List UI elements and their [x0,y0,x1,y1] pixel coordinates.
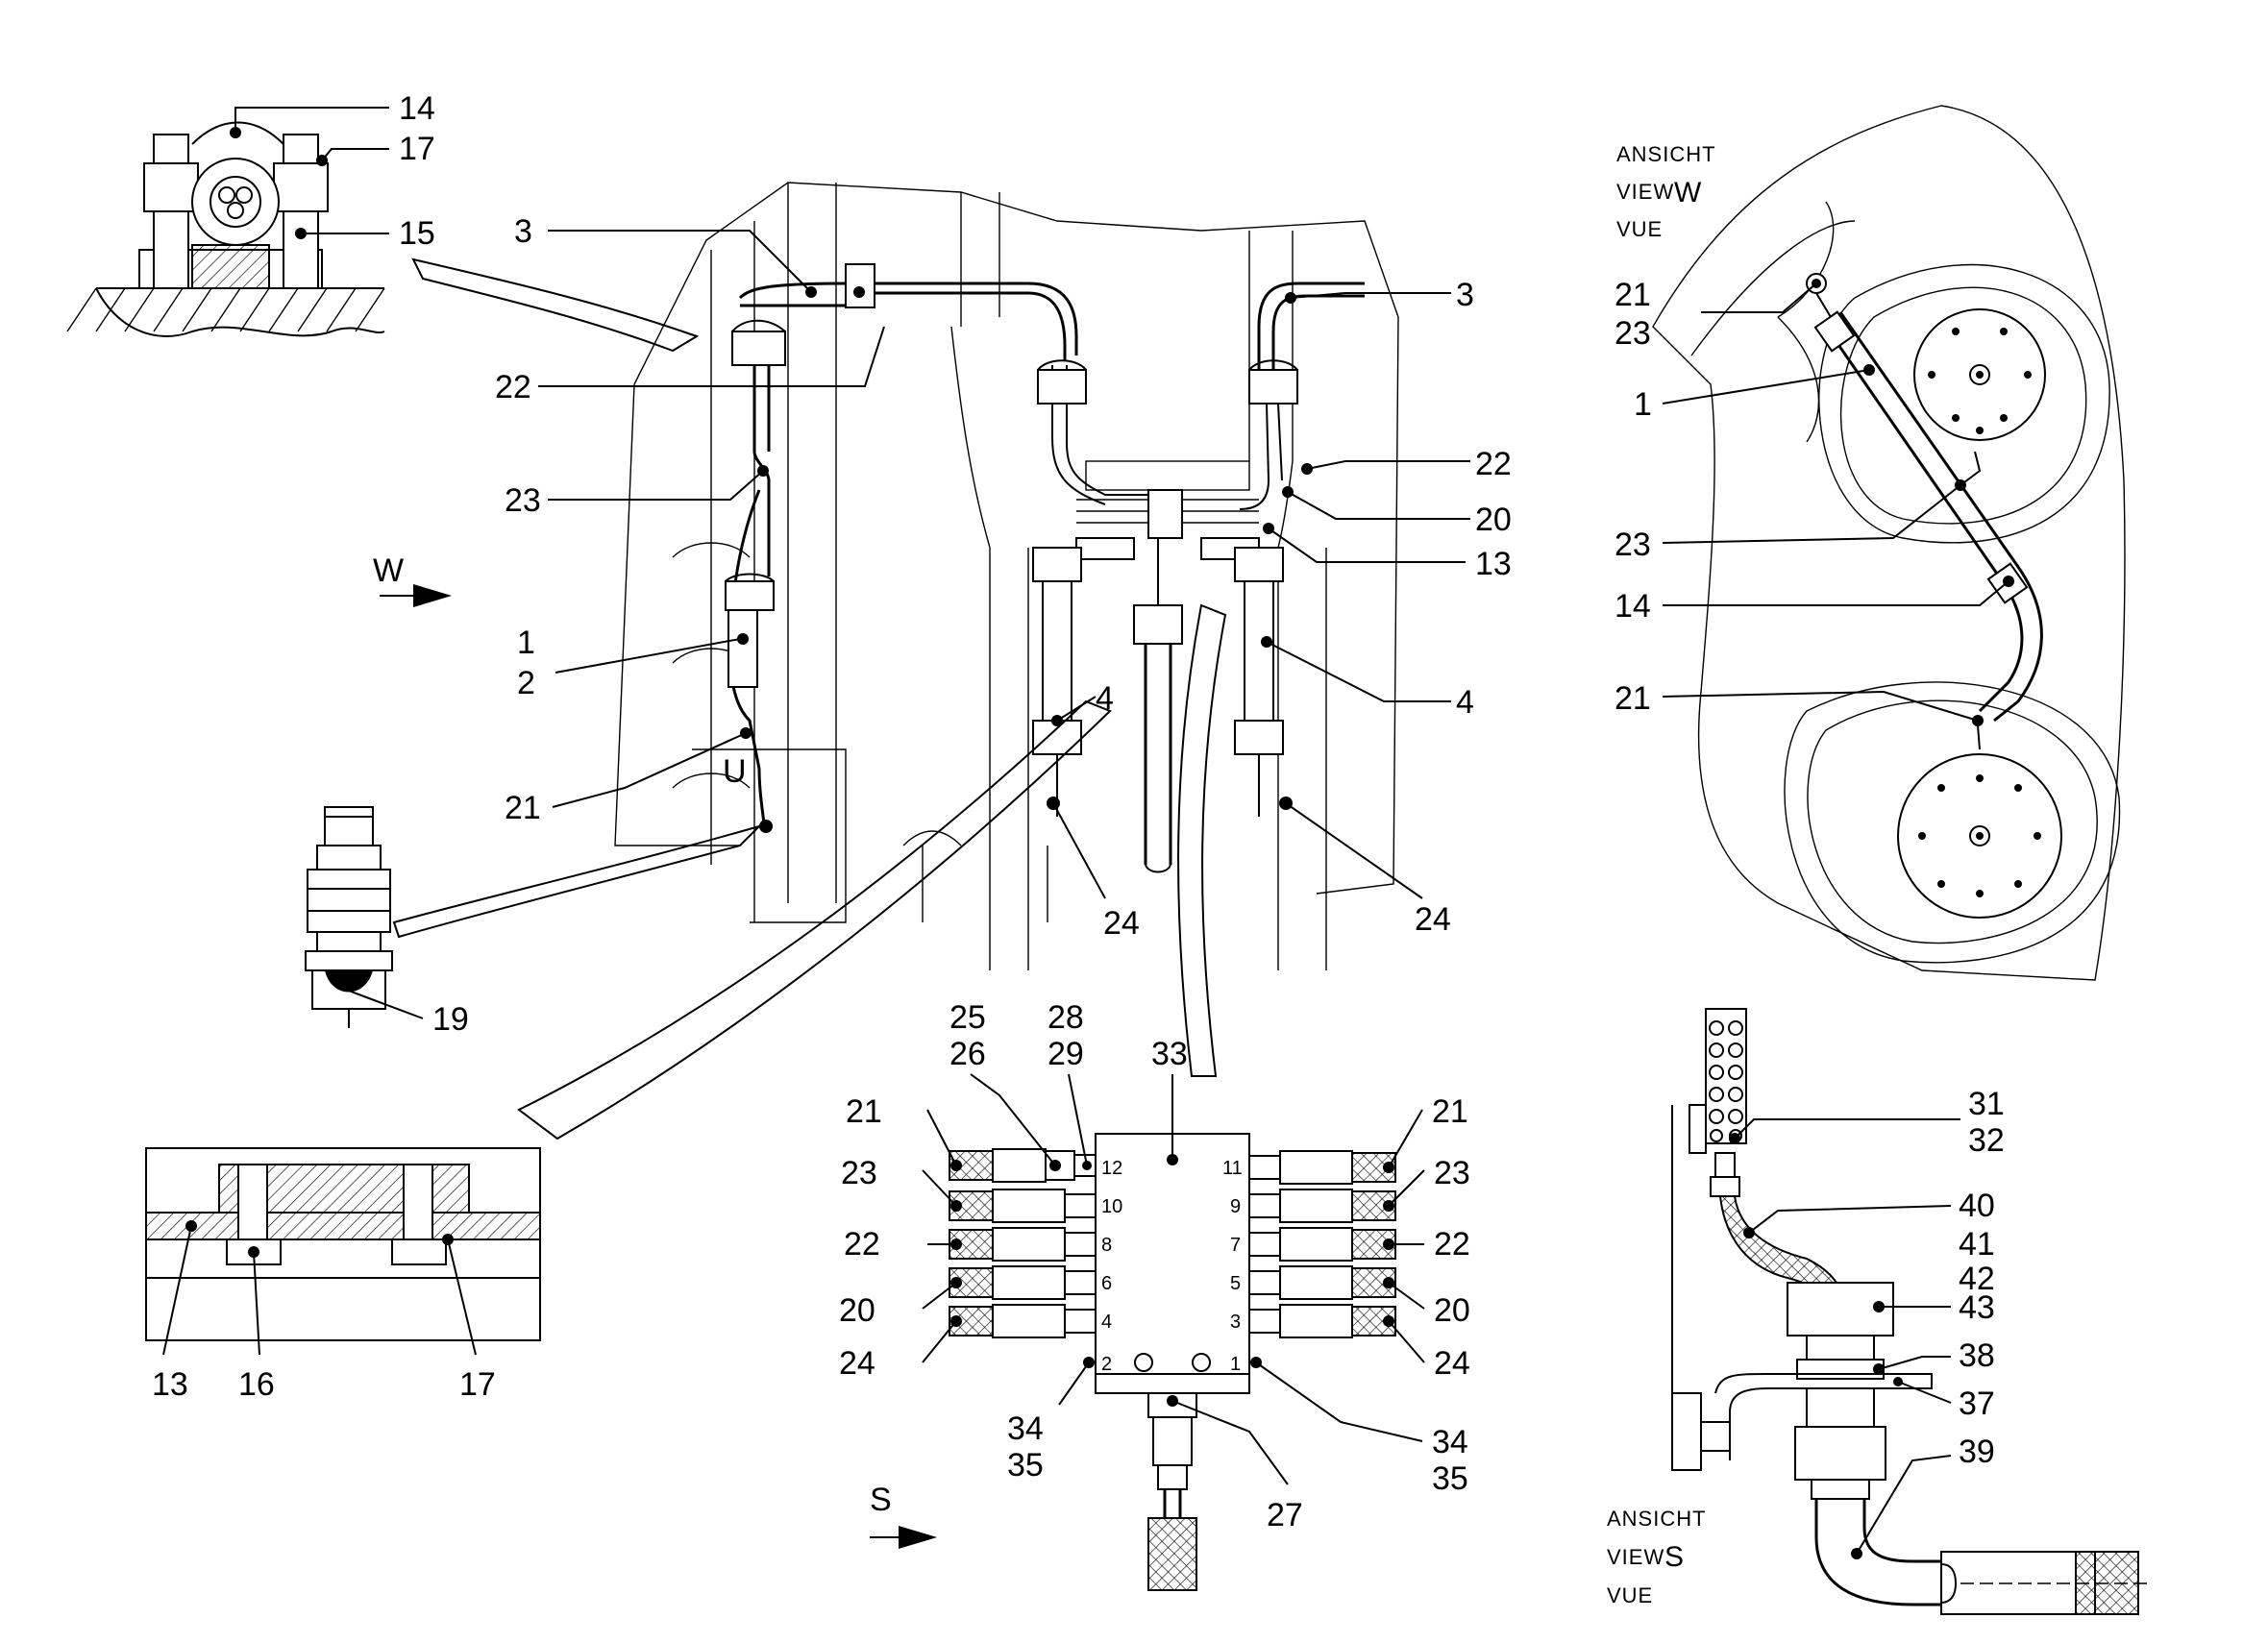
callout-19: 19 [432,1001,469,1038]
view-marker-s: S [870,1482,892,1518]
view-s-title-letter: S [1664,1541,1684,1573]
vs-callout-39: 39 [1959,1434,1995,1470]
vw-callout-1: 1 [1634,386,1652,423]
plate-callout-16: 16 [238,1366,275,1403]
callout-24-right: 24 [1415,901,1451,938]
vs-callout-37: 37 [1959,1386,1995,1422]
vs-callout-43: 43 [1959,1289,1995,1326]
callout-23-left: 23 [505,482,541,519]
arrow-to-distributor [1177,603,1227,1077]
port-9: 9 [1230,1196,1241,1217]
callout-21: 21 [505,790,541,826]
view-w-title-line2: VIEW [1616,180,1674,204]
vs-callout-42: 42 [1959,1261,1995,1297]
vs-callout-40: 40 [1959,1188,1995,1224]
dist-left-21: 21 [846,1093,882,1130]
dist-right-21: 21 [1432,1093,1468,1130]
view-w-title-letter: W [1674,177,1702,208]
callout-3-left: 3 [514,213,532,250]
plate-detail: 13 16 17 [145,1147,541,1403]
callout-13: 13 [1475,546,1512,582]
dist-bottom-left-34: 34 [1007,1410,1044,1447]
grease-fitting-detail: 19 [305,806,469,1038]
port-12: 12 [1101,1158,1122,1179]
left-outlets [949,1148,1097,1368]
dist-callout-25: 25 [949,999,986,1036]
dist-left-23: 23 [841,1155,877,1191]
vw-callout-23b: 23 [1615,527,1651,563]
vw-callout-23a: 23 [1615,315,1651,352]
callout-22-right: 22 [1475,446,1512,482]
distributor-block: 12 10 8 6 4 2 11 9 7 5 3 1 25 26 28 29 3… [839,999,1470,1591]
vs-callout-41: 41 [1959,1226,1995,1263]
vs-callout-31: 31 [1968,1086,2005,1122]
right-outlets [1248,1150,1396,1368]
view-marker-w: W [373,552,404,589]
vw-callout-14: 14 [1615,588,1651,625]
plate-callout-13: 13 [152,1366,188,1403]
dist-bottom-right-35: 35 [1432,1460,1468,1497]
port-1: 1 [1230,1354,1241,1375]
port-2: 2 [1101,1354,1112,1375]
callout-3-right: 3 [1456,277,1474,313]
dist-right-22: 22 [1434,1226,1470,1263]
dist-left-20: 20 [839,1292,875,1329]
port-7: 7 [1230,1235,1241,1256]
callout-1: 1 [517,625,535,661]
dist-bottom-left-35: 35 [1007,1447,1044,1484]
plate-callout-17: 17 [459,1366,496,1403]
dist-callout-27: 27 [1267,1497,1303,1533]
main-assembly-view: 3 22 23 1 2 21 3 22 20 13 4 4 24 24 W U [373,182,1512,970]
dist-callout-26: 26 [949,1036,986,1072]
callout-2: 2 [517,665,535,701]
dist-right-23: 23 [1434,1155,1470,1191]
vw-callout-21b: 21 [1615,680,1651,717]
vs-callout-38: 38 [1959,1337,1995,1374]
port-11: 11 [1222,1158,1243,1179]
dist-callout-28: 28 [1048,999,1084,1036]
port-5: 5 [1230,1273,1241,1294]
callout-17: 17 [399,131,435,167]
view-s-title-line1: ANSICHT [1607,1507,1707,1531]
callout-15: 15 [399,215,435,252]
callout-4-right: 4 [1456,684,1474,721]
arrow-to-plate [517,699,1112,1140]
dist-left-22: 22 [844,1226,880,1263]
vs-callout-32: 32 [1968,1122,2005,1159]
bracket-detail: 14 17 15 [66,90,435,337]
port-6: 6 [1101,1273,1112,1294]
callout-20: 20 [1475,502,1512,538]
callout-14: 14 [399,90,435,127]
view-w-title-line3: VUE [1616,217,1663,241]
dist-callout-33: 33 [1151,1036,1188,1072]
dist-bottom-right-34: 34 [1432,1424,1468,1460]
dist-left-24: 24 [839,1345,875,1382]
port-8: 8 [1101,1235,1112,1256]
vw-callout-21a: 21 [1615,277,1651,313]
view-s-title-line2: VIEW [1607,1545,1664,1569]
arrow-to-fitting [392,823,763,939]
callout-24-mid: 24 [1103,905,1140,942]
view-marker-u: U [723,753,747,790]
port-4: 4 [1101,1312,1112,1333]
port-3: 3 [1230,1312,1241,1333]
dist-callout-29: 29 [1048,1036,1084,1072]
detail-arrow-top [411,257,700,353]
port-10: 10 [1101,1196,1122,1217]
dist-right-20: 20 [1434,1292,1470,1329]
dist-right-24: 24 [1434,1345,1470,1382]
view-w: ANSICHT VIEW W VUE [1615,105,2126,981]
view-s: 31 32 40 41 42 43 38 37 39 ANSICHT VIEW … [1607,1008,2153,1615]
view-w-title-line1: ANSICHT [1616,142,1716,166]
view-s-title-line3: VUE [1607,1583,1653,1607]
callout-22-left: 22 [495,369,531,405]
